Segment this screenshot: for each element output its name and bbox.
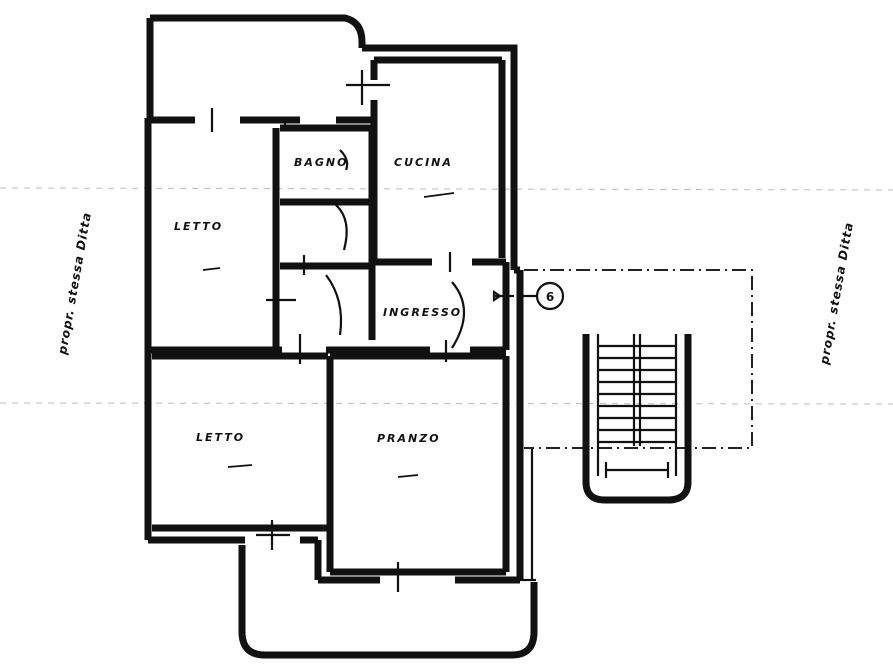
- stair-landing: [524, 269, 753, 449]
- reference-marker: 6: [520, 281, 565, 311]
- background-guides: [0, 187, 893, 405]
- side-label-left: propr. stessa Ditta: [55, 211, 94, 357]
- openings: [210, 70, 514, 592]
- side-label-right: propr. stessa Ditta: [817, 221, 856, 367]
- staircase: [582, 334, 692, 504]
- room-label-ingresso: INGRESSO: [383, 306, 462, 319]
- room-label-pranzo: PRANZO: [377, 432, 441, 445]
- interior-walls: [148, 118, 510, 576]
- marker-number: 6: [546, 290, 554, 304]
- room-marks: [202, 192, 455, 478]
- room-label-letto-top: LETTO: [174, 220, 223, 233]
- room-label-bagno: BAGNO: [294, 156, 348, 169]
- room-label-letto-bottom: LETTO: [196, 431, 245, 444]
- room-labels: BAGNO CUCINA LETTO INGRESSO LETTO PRANZO: [174, 156, 462, 445]
- room-label-cucina: CUCINA: [394, 156, 453, 169]
- top-balcony-wall: [150, 14, 366, 48]
- bottom-balcony: [238, 545, 538, 659]
- outer-walls: [144, 14, 536, 584]
